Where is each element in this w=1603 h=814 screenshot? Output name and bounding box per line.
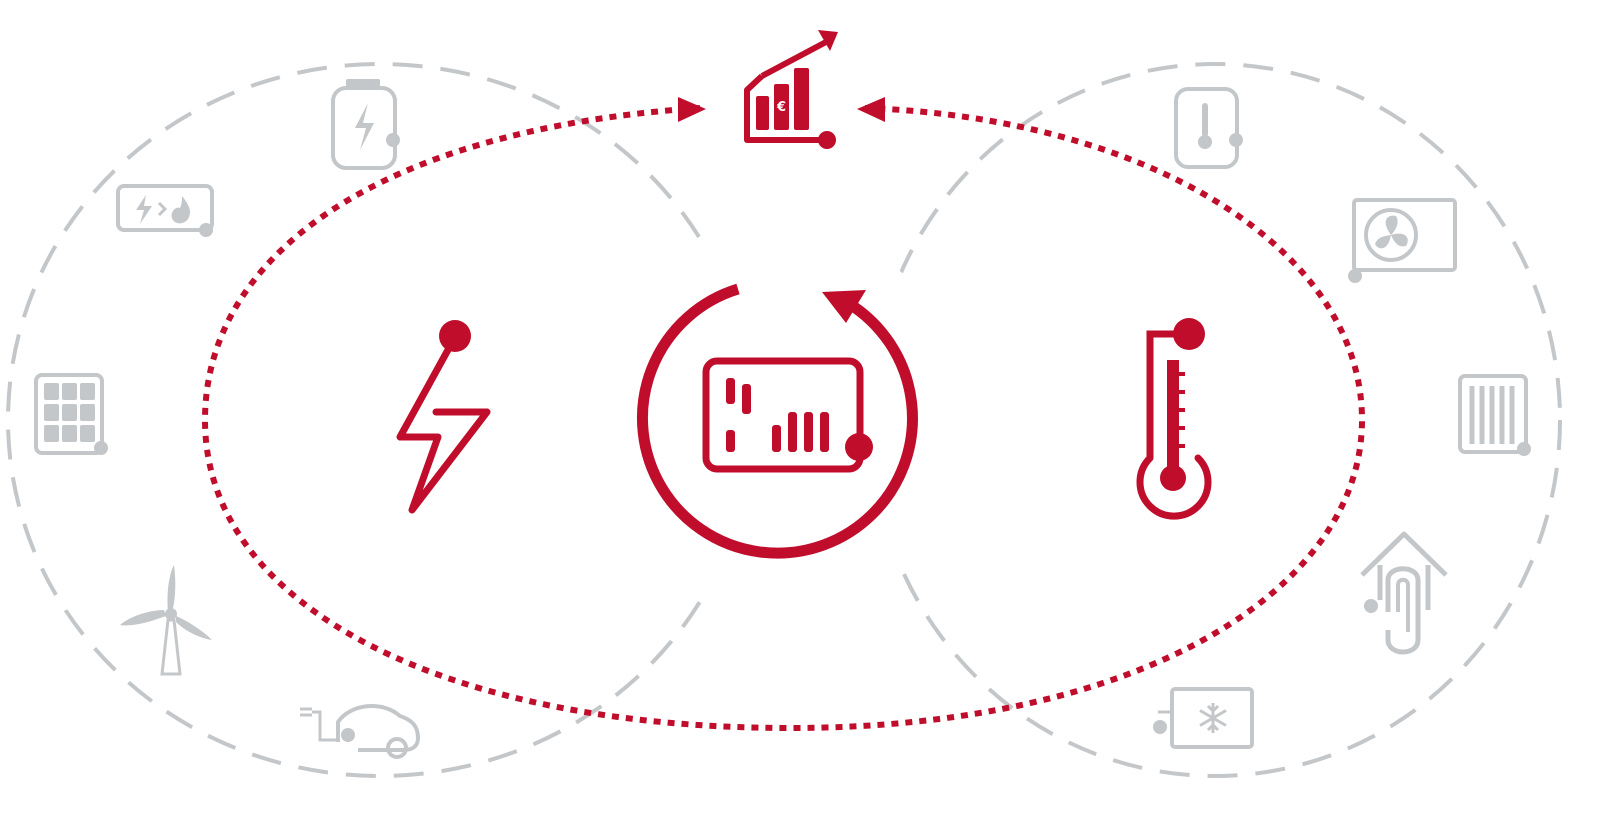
room-thermostat-icon xyxy=(1174,87,1243,169)
battery-storage-icon xyxy=(331,79,400,170)
solar-panel-icon xyxy=(34,373,108,455)
electricity-bolt-icon xyxy=(396,320,491,514)
thermometer-icon xyxy=(1136,318,1212,520)
wind-turbine-icon xyxy=(120,565,212,676)
cooling-unit-icon xyxy=(1153,687,1254,749)
heat-domain-ellipse xyxy=(868,62,1562,778)
electric-car-icon xyxy=(300,703,420,759)
circular-arrow-icon xyxy=(636,283,918,559)
heat-pump-fan-icon xyxy=(1348,198,1457,283)
energy-manager-control-unit-icon xyxy=(702,357,873,473)
floor-heating-icon xyxy=(1360,531,1448,655)
power-to-heat-icon xyxy=(116,184,214,237)
arrow-to-savings-right xyxy=(857,97,885,122)
svg-text:€: € xyxy=(776,100,786,115)
cost-savings-chart-icon: € xyxy=(744,30,838,149)
arrow-to-savings-left xyxy=(678,97,706,122)
radiator-icon xyxy=(1458,374,1531,456)
